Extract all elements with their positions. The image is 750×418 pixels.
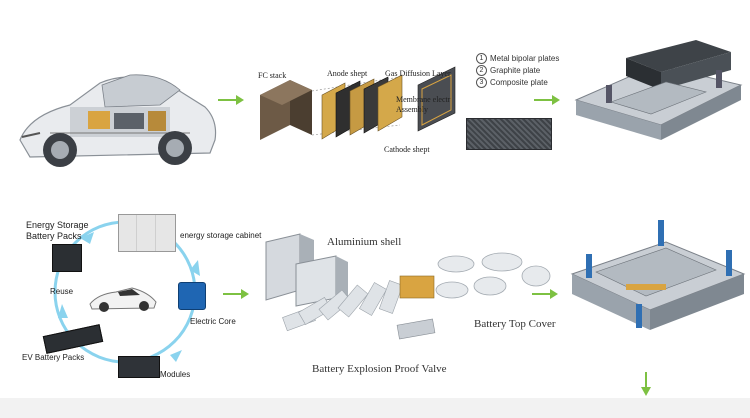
legend-item-2: 2 Graphite plate — [476, 64, 566, 76]
electric-core-label: Electric Core — [190, 317, 236, 326]
legend-item-3: 3 Composite plate — [476, 76, 566, 88]
bipolar-plate-image — [466, 118, 552, 150]
supercar-image — [88, 280, 158, 314]
energy-storage-cabinet-image — [118, 214, 176, 252]
membrane-label-2: Assembly — [396, 105, 428, 114]
flow-arrow-1 — [218, 95, 244, 105]
legend-item-1: 1 Metal bipolar plates — [476, 52, 566, 64]
gdl-label: Gas Diffusion Layer — [385, 69, 451, 78]
fuel-cell-car-image — [10, 45, 220, 175]
bipolar-plates-legend: 1 Metal bipolar plates 2 Graphite plate … — [476, 52, 566, 88]
electric-core-image — [178, 282, 206, 310]
fuel-cell-stack-diagram — [250, 55, 460, 165]
flow-arrow-down — [641, 372, 651, 396]
energy-storage-label-2: Battery Packs — [26, 231, 82, 241]
bottom-band — [0, 398, 750, 418]
cabinet-label: energy storage cabinet — [180, 231, 262, 240]
stamping-die-image-top — [566, 30, 748, 160]
anode-label: Anode shept — [327, 69, 368, 78]
stamping-die-image-bottom — [566, 214, 748, 354]
explosion-valve-parts-image — [280, 272, 440, 352]
flow-arrow-3 — [223, 289, 249, 299]
ev-packs-label: EV Battery Packs — [22, 353, 85, 362]
energy-storage-pack-image — [52, 244, 82, 272]
membrane-label-1: Membrane electr — [396, 95, 451, 104]
energy-storage-label-1: Energy Storage — [26, 220, 89, 230]
aluminium-shell-label: Aluminium shell — [327, 236, 402, 248]
top-cover-label: Battery Top Cover — [474, 318, 556, 330]
modules-image — [118, 356, 160, 378]
modules-label: Modules — [160, 370, 191, 379]
battery-top-cover-image — [432, 250, 552, 314]
explosion-valve-label: Battery Explosion Proof Valve — [312, 363, 447, 375]
flow-arrow-2 — [534, 95, 560, 105]
aluminium-shell-image — [262, 230, 352, 310]
flow-arrow-4 — [532, 289, 558, 299]
cathode-label: Cathode shept — [384, 145, 430, 154]
reuse-label: Reuse — [50, 287, 74, 296]
fc-stack-label: FC stack — [258, 71, 287, 80]
